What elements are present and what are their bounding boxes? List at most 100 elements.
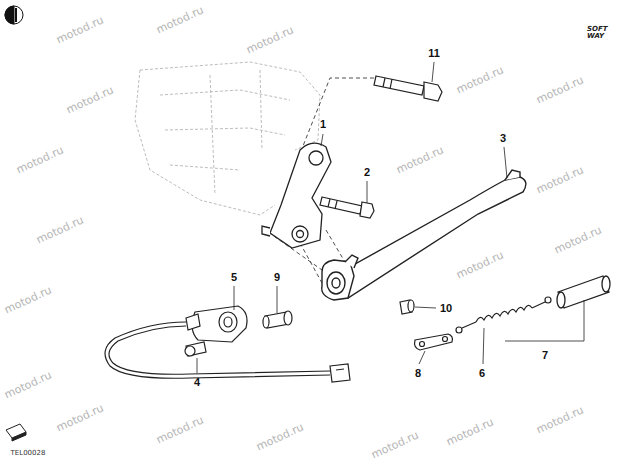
watermark: motod.ru (3, 284, 53, 315)
leader-line (367, 181, 368, 203)
callout-number-holder: 11 (428, 48, 440, 59)
logo-text: SOFT WAY (587, 26, 613, 41)
watermark-holder: motod.ru (3, 284, 53, 315)
callout-number: 4 (194, 377, 200, 388)
plate-8 (415, 334, 453, 350)
switch-5 (219, 312, 237, 332)
callout-number: 7 (542, 350, 548, 361)
leader-line (234, 286, 235, 310)
drawing-code-holder: TEL00028 (11, 450, 46, 457)
plate-8 (420, 342, 425, 347)
watermark-holder: motod.ru (55, 402, 105, 433)
watermark: motod.ru (155, 4, 205, 35)
bracket-1 (309, 151, 323, 165)
watermark-holder: motod.ru (35, 214, 85, 245)
callout-number-holder: 10 (440, 303, 452, 314)
callout-number-holder: 6 (479, 368, 485, 379)
corner-icon (15, 8, 17, 22)
spring-6 (456, 297, 551, 333)
corner-icon (5, 6, 23, 24)
leader-line (415, 307, 436, 308)
watermark: motod.ru (535, 404, 585, 435)
sleeve-7 (558, 276, 609, 308)
bracket-1 (292, 226, 308, 242)
watermark: motod.ru (55, 14, 105, 45)
switch-5 (224, 317, 232, 327)
watermark-holder: motod.ru (15, 144, 65, 175)
bolt-2 (320, 197, 374, 218)
spring-6 (476, 305, 532, 322)
bracket-1 (297, 231, 304, 238)
bolt-11 (383, 78, 385, 87)
leader-line (277, 286, 278, 313)
watermark-holder: motod.ru (553, 224, 603, 255)
watermark: motod.ru (245, 24, 295, 55)
bolt-2 (320, 197, 362, 214)
watermark: motod.ru (553, 224, 603, 255)
leader-line (483, 328, 484, 364)
callout-number: 11 (428, 48, 440, 59)
corner-icon (5, 6, 23, 24)
watermark-holder: motod.ru (255, 421, 305, 452)
switch-5 (185, 306, 247, 356)
connector (336, 369, 344, 370)
callout-number: 8 (415, 368, 421, 379)
callout-number: 1 (320, 119, 326, 130)
engine-sketch (210, 70, 262, 195)
mounting-dashed-line (268, 78, 374, 283)
spring-6 (456, 327, 462, 333)
logo-text-holder: SOFT WAY (587, 26, 613, 41)
connector (330, 364, 350, 382)
watermark: motod.ru (370, 429, 420, 460)
watermark: motod.ru (455, 64, 505, 95)
watermark-holder: motod.ru (155, 414, 205, 445)
bushing-10 (400, 300, 414, 314)
leader-line (321, 134, 323, 146)
callout-number-holder: 9 (274, 272, 280, 283)
callout-number-holder: 4 (194, 377, 200, 388)
switch-5 (192, 306, 247, 342)
switch-5 (186, 314, 200, 330)
connector (330, 364, 350, 382)
watermark-holder: motod.ru (155, 4, 205, 35)
spacer-9 (284, 311, 292, 325)
callout-number-holder: 2 (364, 167, 370, 178)
watermark: motod.ru (455, 249, 505, 280)
leader-line (584, 300, 585, 341)
callout-number: 5 (231, 272, 237, 283)
spacer-9 (263, 316, 269, 328)
leader-line (197, 358, 198, 373)
callout-number-holder: 5 (231, 272, 237, 283)
watermark: motod.ru (445, 416, 495, 447)
bracket-1 (262, 143, 331, 248)
bushing-10 (408, 300, 414, 312)
callout-number-holder: 8 (415, 368, 421, 379)
leader-line (505, 341, 584, 342)
watermark: motod.ru (55, 402, 105, 433)
leader-line (419, 351, 425, 364)
switch-5 (186, 342, 206, 356)
watermark: motod.ru (535, 74, 585, 105)
engine-sketch (140, 62, 320, 150)
sleeve-7 (602, 276, 610, 292)
callout-number: 6 (479, 368, 485, 379)
spring-6 (545, 297, 551, 303)
watermark-holder: motod.ru (455, 249, 505, 280)
side-stand-3 (505, 170, 520, 180)
watermark: motod.ru (395, 144, 445, 175)
cable-4 (105, 322, 330, 378)
watermark-holder: motod.ru (535, 404, 585, 435)
watermark: motod.ru (535, 164, 585, 195)
watermark-holder: motod.ru (535, 164, 585, 195)
callout-number: 3 (500, 133, 506, 144)
spacer-9 (263, 311, 292, 328)
side-stand-3 (332, 278, 340, 288)
switch-5 (185, 346, 195, 356)
watermark-holder: motod.ru (3, 369, 53, 400)
bolt-2 (328, 199, 330, 207)
watermark: motod.ru (155, 414, 205, 445)
bolt-2 (335, 201, 337, 209)
